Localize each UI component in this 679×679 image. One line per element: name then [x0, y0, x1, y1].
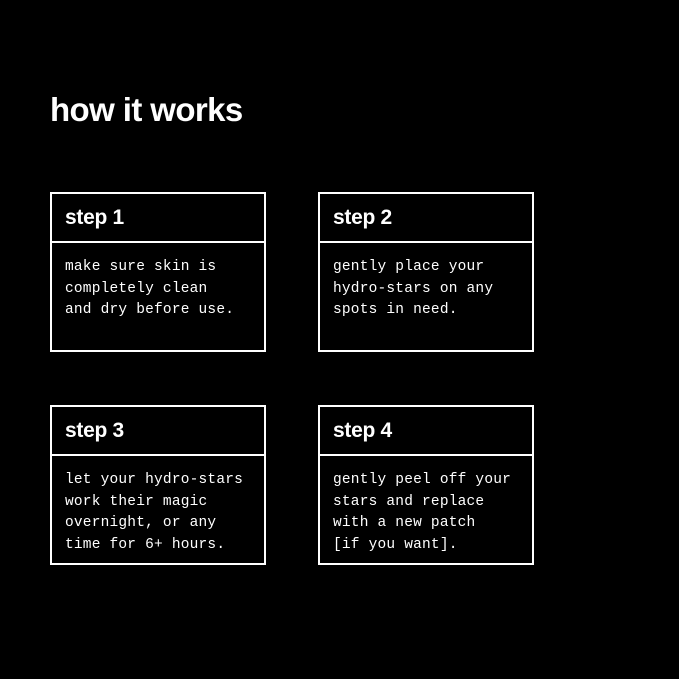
page-title: how it works — [50, 91, 243, 129]
step-card-2-text: gently place your hydro-stars on any spo… — [333, 259, 494, 319]
step-card-1-text: make sure skin is completely clean and d… — [65, 259, 235, 319]
step-card-2-body: gently place your hydro-stars on any spo… — [320, 243, 532, 350]
step-card-3-text: let your hydro-stars work their magic ov… — [65, 472, 244, 554]
step-card-3-header: step 3 — [52, 407, 264, 456]
step-card-2-title: step 2 — [333, 205, 392, 229]
step-card-4-title: step 4 — [333, 418, 392, 442]
step-card-3: step 3 let your hydro-stars work their m… — [50, 405, 266, 565]
step-card-1-title: step 1 — [65, 205, 124, 229]
step-card-2-header: step 2 — [320, 194, 532, 243]
step-card-3-body: let your hydro-stars work their magic ov… — [52, 456, 264, 563]
step-card-4: step 4 gently peel off your stars and re… — [318, 405, 534, 565]
step-card-1-body: make sure skin is completely clean and d… — [52, 243, 264, 350]
step-card-3-title: step 3 — [65, 418, 124, 442]
step-card-4-header: step 4 — [320, 407, 532, 456]
step-card-4-text: gently peel off your stars and replace w… — [333, 472, 512, 554]
step-card-2: step 2 gently place your hydro-stars on … — [318, 192, 534, 352]
step-card-1: step 1 make sure skin is completely clea… — [50, 192, 266, 352]
steps-grid: step 1 make sure skin is completely clea… — [50, 192, 534, 565]
step-card-1-header: step 1 — [52, 194, 264, 243]
step-card-4-body: gently peel off your stars and replace w… — [320, 456, 532, 563]
